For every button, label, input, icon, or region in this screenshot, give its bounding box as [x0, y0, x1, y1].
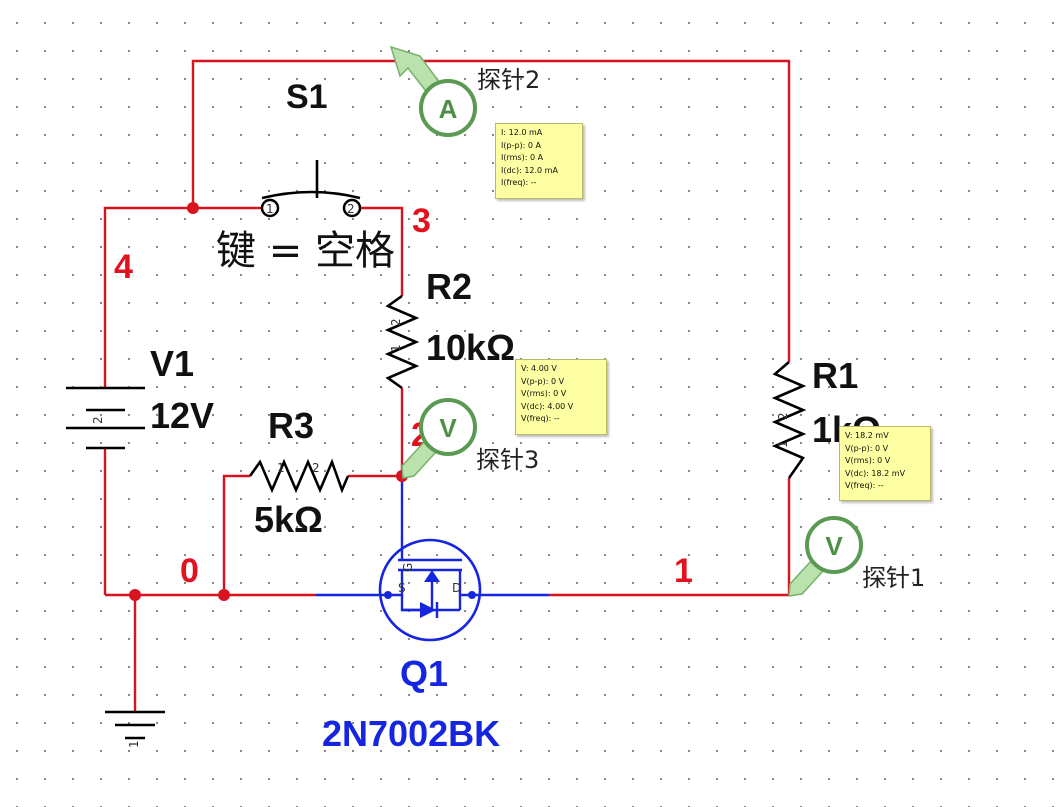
wires: [103, 59, 791, 712]
wire-top-loop: [191, 59, 791, 362]
battery-v1: 2 V1 12V: [66, 343, 214, 450]
probe3-name: 探针3: [476, 446, 539, 474]
probe1-reading-4: V(freq): --: [845, 481, 884, 490]
probe2-name: 探针2: [477, 66, 540, 94]
battery-ref: V1: [150, 343, 194, 384]
switch-key-label: 键 = 空格: [216, 228, 395, 274]
junction-node0-r3: [218, 589, 230, 601]
probe-2[interactable]: A 探针2: [389, 45, 540, 137]
probe3-reading-1: V(p-p): 0 V: [521, 376, 565, 386]
probe2-reading-1: I(p-p): 0 A: [501, 140, 541, 150]
probe2-reading-0: I: 12.0 mA: [501, 128, 543, 137]
net-label-0: 0: [180, 552, 199, 590]
mosfet-wires: [316, 476, 549, 597]
r1-zigzag: [771, 361, 807, 479]
r3-value: 5kΩ: [254, 499, 323, 540]
battery-value: 12V: [150, 395, 214, 436]
net-label-3: 3: [412, 202, 431, 240]
probe-3[interactable]: V 探针3: [401, 398, 539, 479]
resistor-r3: 1 2 R3 5kΩ: [248, 405, 350, 540]
probe3-letter: V: [439, 413, 457, 443]
probe3-reading-2: V(rms): 0 V: [521, 389, 567, 398]
probe2-letter: A: [439, 94, 458, 124]
wire-node3: [360, 206, 404, 296]
junction-node4: [187, 202, 199, 214]
wire-r3-left: [222, 474, 250, 595]
net-label-4: 4: [114, 248, 133, 286]
net-label-1: 1: [674, 552, 693, 590]
mosfet-q1: G S D Q1 2N7002BK: [322, 538, 500, 754]
probe2-reading-4: I(freq): --: [501, 178, 537, 187]
probe1-letter: V: [825, 531, 843, 561]
probe1-reading-3: V(dc): 18.2 mV: [845, 468, 906, 478]
r3-zigzag: [248, 458, 350, 494]
switch-contact-left: [260, 198, 280, 218]
switch-ref: S1: [286, 78, 328, 116]
probe1-ring: [805, 516, 863, 574]
r1-pin-bottom: 1: [776, 440, 790, 448]
probe3-readout: V: 4.00 V V(p-p): 0 V V(rms): 0 V V(dc):…: [515, 359, 607, 435]
r3-pin-left: 1: [277, 461, 285, 475]
switch-contact-right: [342, 198, 362, 218]
r2-zigzag: [384, 294, 420, 390]
wire-node4: [103, 206, 262, 388]
mosfet-pin-gate: G: [401, 563, 415, 572]
r3-pin-right: 2: [312, 461, 320, 475]
probe1-readout: V: 18.2 mV V(p-p): 0 V V(rms): 0 V V(dc)…: [839, 426, 931, 501]
r2-ref: R2: [426, 266, 472, 307]
r2-pin-top: 2: [389, 318, 403, 326]
probe3-reading-3: V(dc): 4.00 V: [521, 401, 574, 411]
battery-pin: 2: [91, 416, 105, 424]
probe3-reading-0: V: 4.00 V: [521, 364, 557, 373]
probe3-reading-4: V(freq): --: [521, 414, 560, 423]
probe1-name: 探针1: [862, 564, 925, 592]
mosfet-diode: [420, 602, 436, 618]
r3-ref: R3: [268, 405, 314, 446]
r1-ref: R1: [812, 355, 858, 396]
mosfet-drain-leg: [458, 570, 472, 597]
resistor-r2: 2 1 R2 10kΩ: [384, 266, 515, 390]
probe2-reading-3: I(dc): 12.0 mA: [501, 165, 558, 175]
ground-symbol: 1: [105, 710, 165, 748]
r2-pin-bottom: 1: [389, 344, 403, 352]
mosfet-body: [378, 538, 482, 642]
probe3-ring: [419, 398, 477, 456]
mosfet-body-link: [400, 570, 434, 612]
mosfet-drain-dot: [468, 591, 476, 599]
probe2-ring: [419, 79, 477, 137]
mosfet-pin-source: S: [398, 581, 406, 595]
r1-pin-top: 2: [776, 412, 790, 420]
probe1-reading-2: V(rms): 0 V: [845, 456, 891, 465]
mosfet-ref: Q1: [400, 653, 448, 694]
mosfet-source-dot: [384, 591, 392, 599]
probe1-reading-0: V: 18.2 mV: [845, 431, 889, 440]
ground-pin: 1: [127, 740, 141, 748]
mosfet-arrow: [424, 570, 440, 582]
probe2-reading-2: I(rms): 0 A: [501, 153, 544, 162]
junctions: [129, 202, 408, 601]
switch-s1[interactable]: S1 1 2 键 = 空格: [216, 78, 395, 274]
probe2-readout: I: 12.0 mA I(p-p): 0 A I(rms): 0 A I(dc)…: [495, 123, 583, 199]
switch-pin-left: 1: [266, 202, 274, 216]
r2-value: 10kΩ: [426, 327, 515, 368]
switch-blade: [261, 190, 361, 200]
mosfet-model: 2N7002BK: [322, 713, 500, 754]
mosfet-pin-drain: D: [452, 581, 461, 595]
probe1-reading-1: V(p-p): 0 V: [845, 443, 889, 453]
probe-1[interactable]: V 探针1: [788, 516, 925, 597]
switch-pin-right: 2: [347, 202, 355, 216]
junction-node0-battery: [129, 589, 141, 601]
